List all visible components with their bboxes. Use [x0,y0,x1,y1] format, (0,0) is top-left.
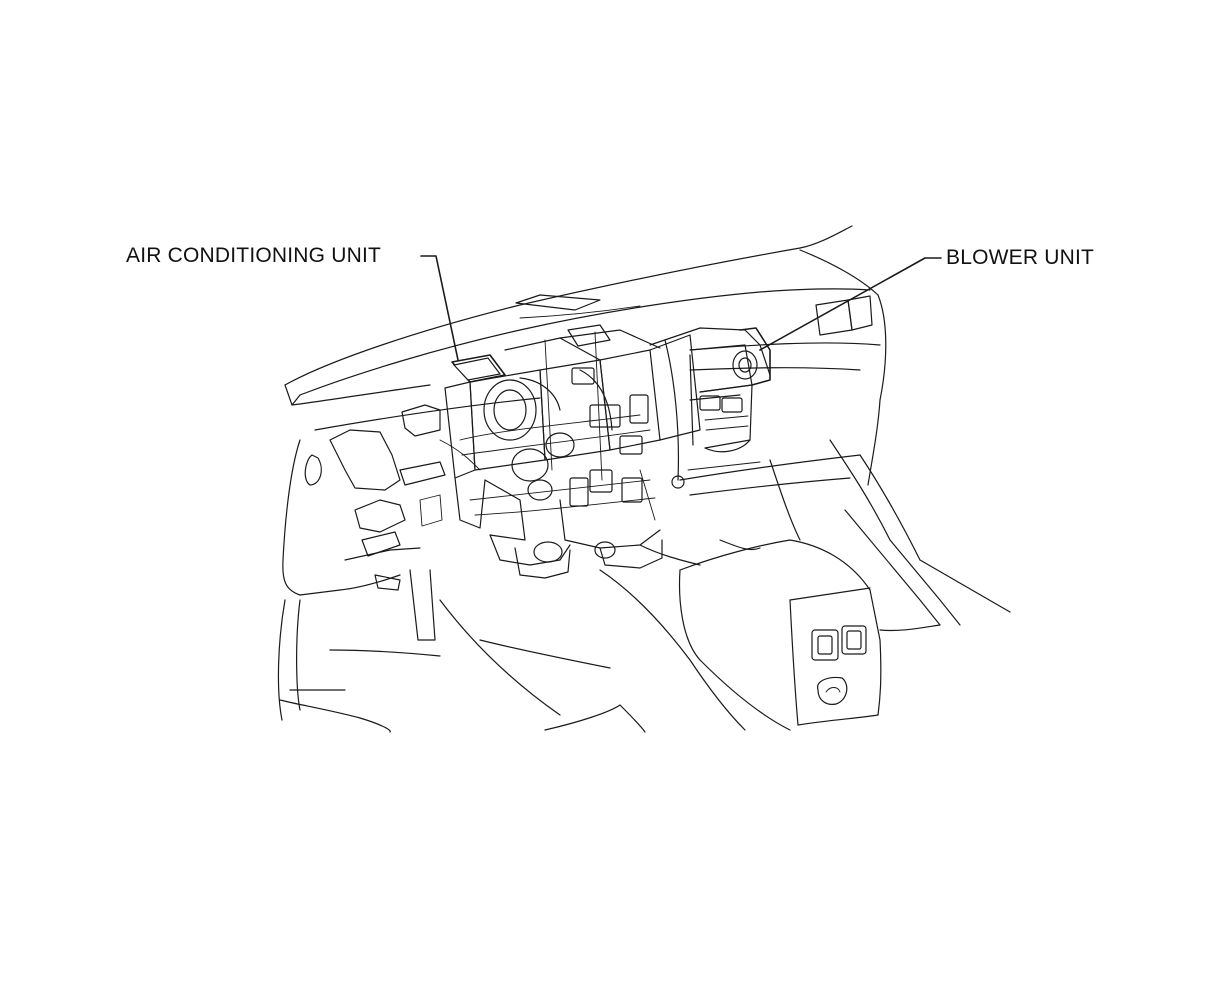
leader-line-air-conditioning-unit [420,255,459,361]
floor-seat [439,539,761,733]
dash-lower-body [277,397,541,733]
air-conditioning-unit-label: AIR CONDITIONING UNIT [126,244,382,267]
leader-line-blower-unit [759,257,942,351]
right-dash-body [679,342,1011,632]
blower-unit-label: BLOWER UNIT [946,246,1095,269]
leader-lines [420,255,942,361]
dashboard-outline [284,225,887,486]
center-console [599,539,882,731]
blower-unit-graphic [649,327,771,489]
air-conditioning-unit-graphic [439,324,701,579]
